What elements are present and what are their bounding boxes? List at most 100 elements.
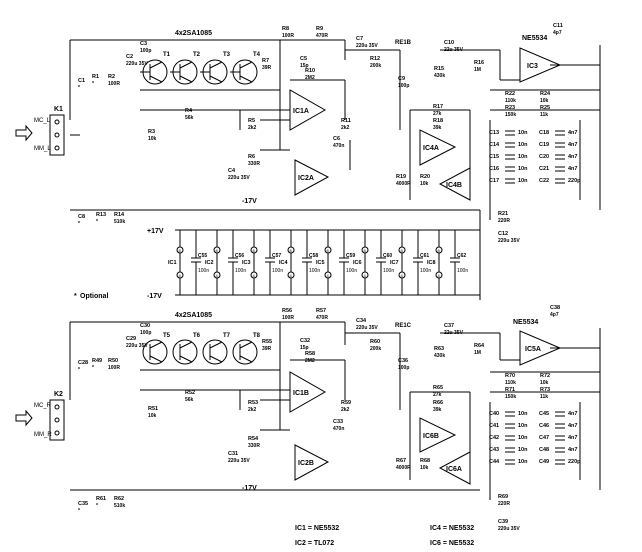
top-c1-value: * (78, 85, 80, 91)
decoupling-ref: C56 (235, 253, 244, 259)
transistor-t4 (230, 59, 258, 85)
top-r11-value: 2k2 (341, 125, 350, 131)
top-c7-label: C7 (356, 36, 363, 42)
bottom-r72-value: 10k (540, 380, 549, 386)
bottom-c39-value: 220u 35V (498, 526, 520, 532)
bottom-r59-label: R59 (341, 400, 351, 406)
top-r20-label: R20 (420, 174, 430, 180)
transistor-t1 (140, 59, 168, 85)
bottom-r67-label: R67 (396, 458, 406, 464)
transistor-t6 (172, 339, 198, 365)
bottom-cap-right-val: 220p (568, 459, 581, 465)
bottom-cap-right-ref: C46 (539, 423, 549, 429)
top-c11-value: 4p7 (553, 30, 562, 36)
bottom-r59-value: 2k2 (341, 407, 350, 413)
bottom-cap-right-val: 4n7 (568, 411, 577, 417)
decoupling-val: 100n (198, 268, 209, 274)
opamp-ic3: IC3 NE5534 (519, 35, 562, 83)
bottom-cap-left-ref: C41 (489, 423, 499, 429)
label-t4: T4 (253, 52, 261, 58)
top-cap-right-ref: C20 (539, 154, 549, 160)
label-ic1a: IC1A (293, 108, 309, 115)
bottom-r57-value: 470R (316, 315, 328, 321)
label-neg17v-bottom: -17V (242, 485, 257, 492)
bottom-r50-value: 100R (108, 365, 120, 371)
supply-ic-label: IC8 (427, 260, 436, 266)
label-ic6b: IC6B (423, 433, 439, 440)
top-r10-value: 2M2 (305, 75, 315, 81)
top-r5-value: 2k2 (248, 125, 257, 131)
top-r20-value: 10k (420, 181, 429, 187)
bottom-c30-value: 100p (140, 330, 151, 336)
transistor-group-bottom: 4x2SA1085 T5 T6 T7 T8 (142, 312, 261, 365)
top-r7-label: R7 (262, 58, 269, 64)
decoupling-ref: C60 (383, 253, 392, 259)
top-cap-left-ref: C16 (489, 166, 499, 172)
top-r17-label: R17 (433, 104, 443, 110)
relay-re1b: RE1B (395, 40, 412, 46)
bottom-r61-label: R61 (96, 496, 106, 502)
bottom-r63-label: R63 (434, 346, 444, 352)
bottom-c31-label: C31 (228, 451, 238, 457)
bottom-c36-value: 100p (398, 365, 409, 371)
bottom-r52-value: 56k (185, 397, 194, 403)
label-ic3: IC3 (527, 63, 538, 70)
bottom-r71-value: 150k (505, 394, 516, 400)
top-c1-label: C1 (78, 78, 85, 84)
top-r11-label: R11 (341, 118, 351, 124)
top-c2-label: C2 (126, 54, 133, 60)
top-c7-value: 220u 35V (356, 43, 378, 49)
label-ic5a: IC5A (525, 346, 541, 353)
label-ic2b: IC2B (298, 460, 314, 467)
top-c4-label: C4 (228, 168, 236, 174)
bottom-r49-value: * (92, 365, 94, 371)
decoupling-val: 100n (457, 268, 468, 274)
decoupling-ref: C58 (309, 253, 318, 259)
bottom-r71-label: R71 (505, 387, 515, 393)
opamp-ic4a: IC4A (419, 129, 457, 166)
label-ic4a: IC4A (423, 145, 439, 152)
top-r9-label: R9 (316, 26, 323, 32)
label-ic1b: IC1B (293, 390, 309, 397)
bottom-r58-label: R58 (305, 351, 315, 357)
decoupling-val: 100n (420, 268, 431, 274)
bottom-c28-value: * (78, 367, 80, 373)
top-r14-value: 510k (114, 219, 125, 225)
top-c3-label: C3 (140, 41, 147, 47)
top-cap-right-val: 4n7 (568, 130, 577, 136)
supply-pin8-ic2 (213, 246, 221, 254)
opamp-ic2b: IC2B (294, 444, 330, 481)
top-c10-label: C10 (444, 40, 454, 46)
bottom-c33-label: C33 (333, 419, 343, 425)
pin8-label: 8 (179, 248, 182, 253)
supply-ic-label: IC4 (279, 260, 289, 266)
bottom-r68-label: R68 (420, 458, 430, 464)
pin8-label: 8 (290, 248, 293, 253)
opamp-ic2a: IC2A (294, 159, 330, 196)
top-r9-value: 470R (316, 33, 328, 39)
transistor-t8 (232, 339, 258, 365)
label-ic2a: IC2A (298, 175, 314, 182)
pin4-label: 4 (364, 273, 367, 278)
bottom-c29-value: 220u 35V (126, 343, 148, 349)
top-c2-value: 220u 35V (126, 61, 148, 67)
optional-note-text: Optional (80, 293, 108, 300)
top-r22-label: R22 (505, 91, 515, 97)
pin4-label: 4 (327, 273, 330, 278)
opamp-ic5a: IC5A NE5534 (513, 319, 562, 366)
bottom-r60-label: R60 (370, 339, 380, 345)
pin8-label: 8 (253, 248, 256, 253)
bottom-c34-value: 220u 35V (356, 325, 378, 331)
top-c12-value: 220u 35V (498, 238, 520, 244)
supply-pin4-ic7 (398, 271, 406, 279)
label-ic3-type: NE5534 (522, 35, 547, 42)
top-cap-left-val: 10n (518, 178, 528, 184)
bottom-cap-right-ref: C48 (539, 447, 549, 453)
top-r7-value: 39R (262, 65, 272, 71)
top-cap-right-val: 4n7 (568, 142, 577, 148)
top-c8-label: C8 (78, 214, 85, 220)
top-r18-value: 39k (433, 125, 442, 131)
bottom-r72-label: R72 (540, 373, 550, 379)
decoupling-val: 100n (272, 268, 283, 274)
